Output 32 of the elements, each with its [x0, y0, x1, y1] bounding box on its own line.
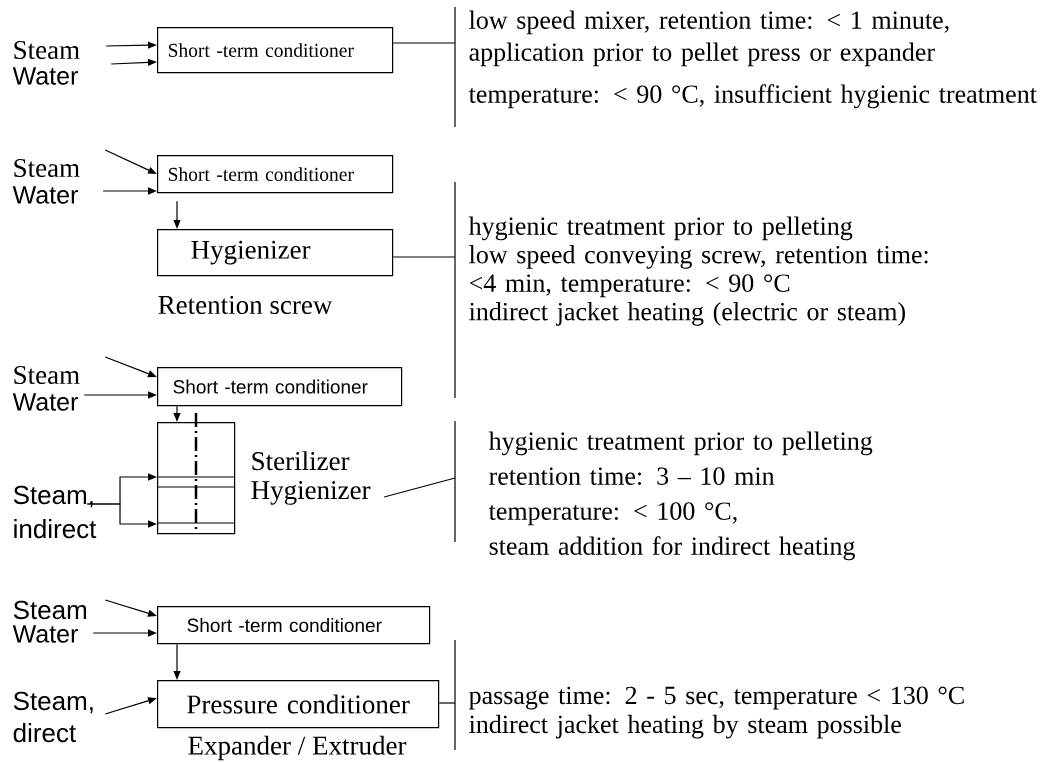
annotation-text: low speed mixer, retention time: < 1 minute, application prior to pellet press or expander temperature: < 90 °C, insufficient hygienic treatment	[468, 10, 1037, 109]
process-box: Short -term conditioner	[157, 27, 394, 74]
label-text: Steam	[14, 40, 80, 60]
label-text: Water	[12, 625, 78, 643]
connector-line	[392, 256, 456, 258]
label-text: Steam	[13, 600, 87, 620]
label-text: Steam, direct	[13, 691, 93, 743]
caption-text: Expander / Extruder	[188, 735, 407, 761]
process-box: Short -term conditioner	[157, 606, 431, 645]
process-box: Short -term conditioner	[157, 367, 403, 407]
arrow	[104, 599, 157, 617]
process-box: Pressure conditioner	[157, 680, 440, 729]
label-text: Water	[12, 393, 78, 411]
label-text: Steam, indirect	[13, 485, 97, 539]
sterilizer-drawing	[156, 413, 236, 535]
connector-line	[438, 702, 456, 704]
arrow	[104, 697, 157, 715]
label-text: Water	[12, 186, 78, 204]
process-box: Short -term conditioner	[157, 155, 394, 194]
caption-text: Retention screw	[158, 295, 333, 315]
label-text: Sterilizer Hygienizer	[251, 451, 371, 505]
arrow	[104, 356, 157, 378]
arrow	[104, 149, 157, 174]
connector-line	[383, 477, 456, 498]
annotation-text: hygienic treatment prior to pelleting low speed conveying screw, retention time: <4 min, temperature: < 90 °C indirect jacket heating (electric or steam)	[468, 216, 928, 326]
annotation-text: passage time: 2 - 5 sec, temperature < 130 °C indirect jacket heating by steam possible	[469, 686, 964, 739]
process-box: Hygienizer	[157, 229, 394, 277]
label-text: Steam	[14, 158, 80, 178]
connector-line	[392, 42, 456, 44]
annotation-text: hygienic treatment prior to pelleting retention time: 3 – 10 min temperature: < 100 °C, steam addition for indirect heating	[488, 431, 873, 561]
label-text: Water	[12, 67, 78, 85]
label-text: Steam	[14, 365, 80, 385]
